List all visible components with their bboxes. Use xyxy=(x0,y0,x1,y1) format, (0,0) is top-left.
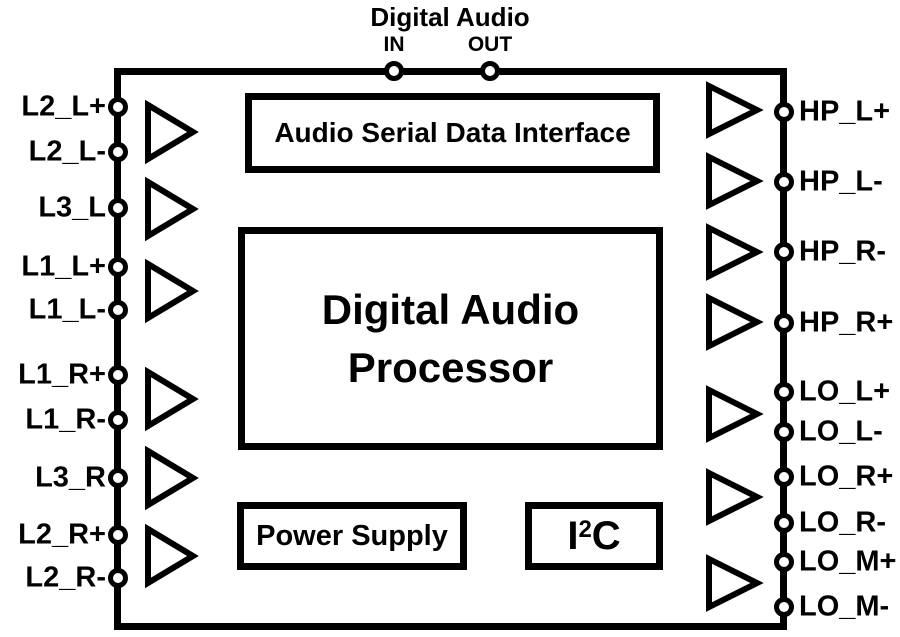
i2c-block: I2C xyxy=(525,502,663,570)
pin-label-lo-r-minus: LO_R- xyxy=(799,506,886,539)
pin-lo-r-minus xyxy=(774,513,794,533)
digital-audio-bus-title: Digital Audio xyxy=(370,2,530,32)
pin-l1-l-plus xyxy=(108,257,128,277)
pin-l2-r-plus xyxy=(108,525,128,545)
pin-label-l1-r-minus: L1_R- xyxy=(25,403,106,436)
pin-l2-r-minus xyxy=(108,568,128,588)
pin-label-l2-r-plus: L2_R+ xyxy=(18,518,106,551)
digital-audio-in-label: IN xyxy=(383,33,405,56)
pin-label-l3-l: L3_L xyxy=(38,191,106,224)
audio-serial-data-interface-block: Audio Serial Data Interface xyxy=(245,93,660,173)
pin-l3-r xyxy=(108,468,128,488)
pin-lo-r-plus xyxy=(774,467,794,487)
i2c-superscript: 2 xyxy=(578,515,592,543)
amplifier-triangle-icon xyxy=(144,99,199,165)
i2c-base: I xyxy=(567,513,579,558)
pin-label-l1-r-plus: L1_R+ xyxy=(18,358,106,391)
amplifier-triangle-icon xyxy=(144,445,199,511)
power-supply-block: Power Supply xyxy=(237,502,467,570)
digital-audio-out-label: OUT xyxy=(467,33,513,56)
power-supply-label: Power Supply xyxy=(256,519,448,552)
pin-label-l2-l-minus: L2_L- xyxy=(28,135,106,168)
pin-l2-l-minus xyxy=(108,142,128,162)
pin-label-lo-m-minus: LO_M- xyxy=(799,590,890,623)
pin-label-hp-l-plus: HP_L+ xyxy=(799,95,891,128)
pin-label-lo-m-plus: LO_M+ xyxy=(799,545,897,578)
pin-label-l3-r: L3_R xyxy=(35,461,106,494)
pin-hp-r-minus xyxy=(774,242,794,262)
i2c-label: I2C xyxy=(567,514,620,559)
pin-label-lo-l-plus: LO_L+ xyxy=(799,375,891,408)
pin-hp-l-minus xyxy=(774,172,794,192)
amplifier-triangle-icon xyxy=(705,468,764,526)
pin-label-hp-r-minus: HP_R- xyxy=(799,235,887,268)
pin-label-hp-l-minus: HP_L- xyxy=(799,165,883,198)
digital-audio-processor-label: Digital Audio Processor xyxy=(322,281,579,397)
pin-label-l1-l-minus: L1_L- xyxy=(28,293,106,326)
amplifier-triangle-icon xyxy=(144,366,199,432)
pin-l2-l-plus xyxy=(108,97,128,117)
pin-label-hp-r-plus: HP_R+ xyxy=(799,306,894,339)
amplifier-triangle-icon xyxy=(705,81,764,139)
pin-label-lo-r-plus: LO_R+ xyxy=(799,460,894,493)
pin-label-lo-l-minus: LO_L- xyxy=(799,415,883,448)
amplifier-triangle-icon xyxy=(705,152,764,210)
amplifier-triangle-icon xyxy=(144,176,199,242)
audio-serial-data-interface-label: Audio Serial Data Interface xyxy=(274,117,631,148)
amplifier-triangle-icon xyxy=(705,385,764,443)
amplifier-triangle-icon xyxy=(144,523,199,589)
pin-digital-audio-in xyxy=(384,61,404,81)
amplifier-triangle-icon xyxy=(705,223,764,281)
pin-lo-m-plus xyxy=(774,552,794,572)
pin-lo-m-minus xyxy=(774,597,794,617)
i2c-tail: C xyxy=(591,513,621,558)
pin-l1-l-minus xyxy=(108,300,128,320)
pin-hp-l-plus xyxy=(774,102,794,122)
amplifier-triangle-icon xyxy=(705,554,764,612)
pin-lo-l-minus xyxy=(774,422,794,442)
dap-label-line2: Processor xyxy=(347,343,554,391)
pin-l3-l xyxy=(108,198,128,218)
digital-audio-processor-block: Digital Audio Processor xyxy=(238,227,663,450)
pin-hp-r-plus xyxy=(774,313,794,333)
dap-label-line1: Digital Audio xyxy=(321,285,580,333)
pin-lo-l-plus xyxy=(774,382,794,402)
amplifier-triangle-icon xyxy=(705,293,764,351)
pin-digital-audio-out xyxy=(480,61,500,81)
pin-label-l1-l-plus: L1_L+ xyxy=(21,250,106,283)
pin-label-l2-r-minus: L2_R- xyxy=(25,561,106,594)
amplifier-triangle-icon xyxy=(144,258,199,324)
pin-l1-r-minus xyxy=(108,410,128,430)
pin-l1-r-plus xyxy=(108,365,128,385)
pin-label-l2-l-plus: L2_L+ xyxy=(21,90,106,123)
